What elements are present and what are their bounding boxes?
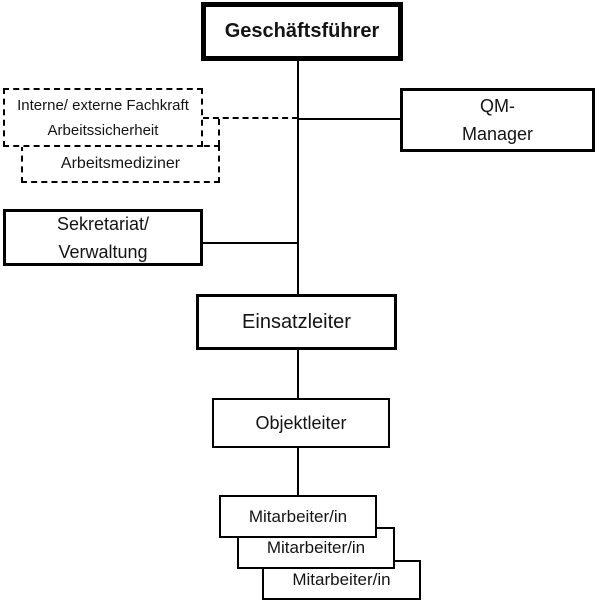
node-sekretariat-label-line2: Verwaltung (58, 241, 148, 262)
node-mitarbeiter-1: Mitarbeiter/in (219, 495, 377, 538)
connector-trunk-mid (297, 350, 299, 398)
connector-arbeitsmediziner-dashed (218, 119, 220, 146)
connector-fachkraft-dashed (203, 117, 298, 119)
node-arbeitsmediziner: Arbeitsmediziner (21, 145, 220, 183)
node-mitarbeiter-2-label: Mitarbeiter/in (266, 538, 366, 557)
connector-trunk-lower (297, 448, 299, 495)
node-mitarbeiter-3-label: Mitarbeiter/in (292, 570, 391, 589)
node-einsatzleiter: Einsatzleiter (196, 294, 397, 350)
node-arbeitsmediziner-label: Arbeitsmediziner (60, 155, 181, 172)
node-sekretariat-label-line1: Sekretariat/ (56, 213, 150, 234)
node-qm-manager-label-line1: QM- (480, 96, 515, 116)
connector-sekretariat (203, 242, 298, 244)
connector-trunk-upper (297, 61, 299, 294)
node-einsatzleiter-label: Einsatzleiter (242, 310, 351, 333)
node-geschaeftsfuehrer-label: Geschäftsführer (224, 20, 380, 42)
node-geschaeftsfuehrer: Geschäftsführer (201, 2, 403, 61)
node-fachkraft-arbeitssicherheit: Interne/ externe Fachkraft Arbeitssicher… (3, 88, 203, 147)
node-objektleiter-label: Objektleiter (255, 412, 347, 433)
node-qm-manager-label-line2: Manager (461, 124, 534, 144)
connector-qm-manager (298, 118, 400, 120)
node-fachkraft-label-line1: Interne/ externe Fachkraft (17, 96, 189, 114)
node-qm-manager: QM- Manager (400, 88, 595, 152)
node-mitarbeiter-1-label: Mitarbeiter/in (248, 506, 348, 526)
node-objektleiter: Objektleiter (212, 398, 390, 448)
node-sekretariat-verwaltung: Sekretariat/ Verwaltung (3, 209, 203, 266)
node-fachkraft-label-line2: Arbeitssicherheit (47, 121, 159, 139)
